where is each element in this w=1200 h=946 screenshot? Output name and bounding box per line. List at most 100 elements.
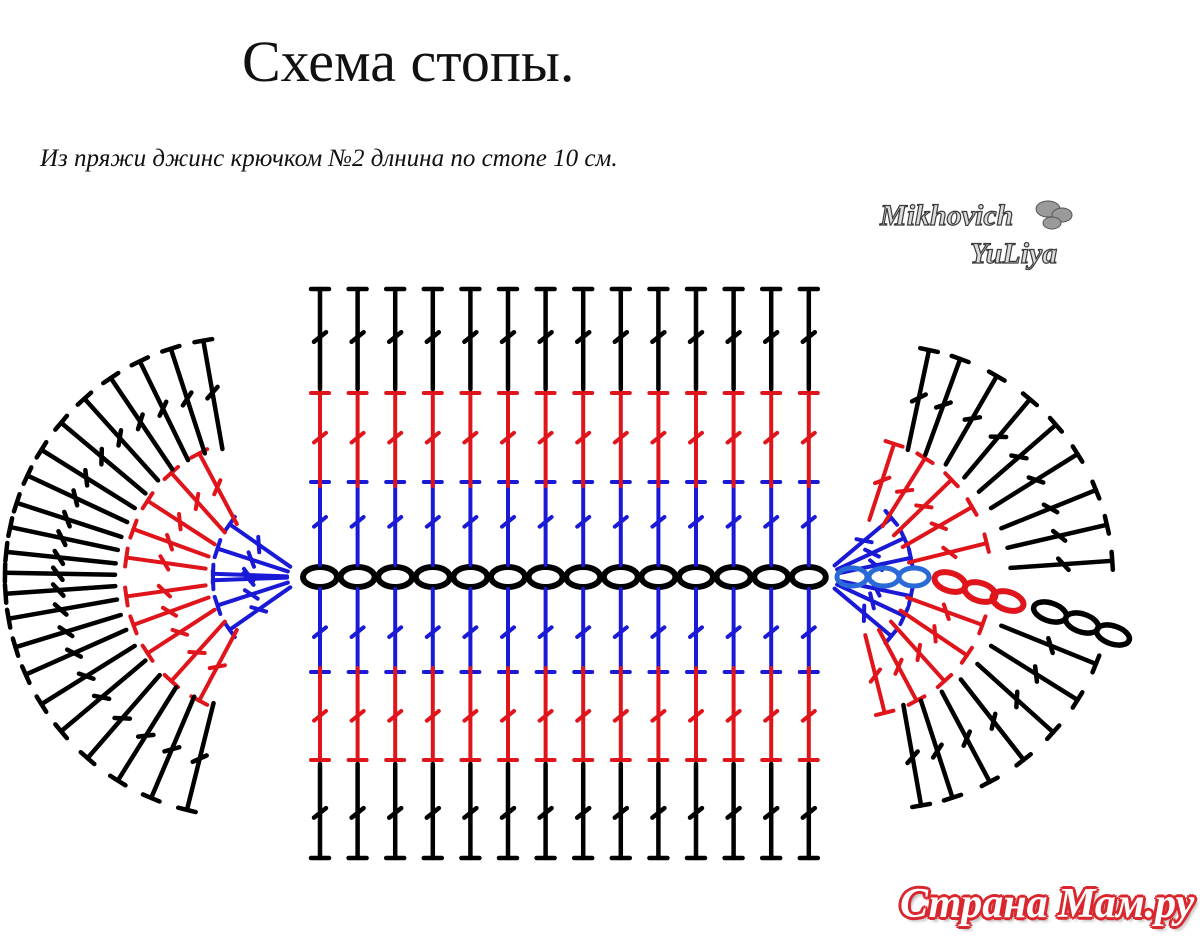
round-3-stitch: [1008, 549, 1116, 573]
round-3-stitch: [53, 413, 148, 496]
round-3-stitch: [53, 658, 148, 741]
round-2-stitch: [384, 666, 407, 762]
round-1-stitch: [212, 580, 290, 616]
round-3-stitch: [75, 390, 161, 483]
round-3-stitch: [459, 286, 482, 392]
round-2-stitch: [346, 391, 369, 488]
round-3-stitch: [3, 540, 118, 567]
round-3-stitch: [905, 345, 941, 453]
round-2-stitch: [900, 497, 979, 549]
chain-stitch: [788, 564, 829, 590]
round-1-stitch: [722, 587, 745, 674]
chain-stitch: [676, 564, 716, 590]
diagram-title: Схема стопы.: [242, 29, 575, 94]
round-2-stitch: [685, 391, 707, 488]
round-2-stitch: [609, 666, 632, 762]
round-3-stitch: [684, 286, 708, 392]
chain-stitch: [375, 564, 416, 590]
round-3-stitch: [571, 286, 595, 392]
round-3-stitch: [19, 627, 129, 686]
round-2-stitch: [384, 391, 407, 488]
round-1-stitch: [797, 587, 820, 674]
round-3-stitch: [2, 561, 118, 585]
round-3-stitch: [939, 689, 1000, 789]
turning-chain-round-2: [931, 569, 1027, 614]
round-2-stitch: [497, 666, 519, 762]
round-1-stitch: [835, 582, 910, 627]
round-3-stitch: [988, 643, 1085, 710]
round-1-stitch: [421, 480, 444, 567]
round-2-stitch: [797, 666, 820, 762]
chain-stitch: [1093, 622, 1133, 648]
round-3-stitch: [308, 286, 332, 392]
round-1-stitch: [572, 587, 595, 674]
round-2-stitch: [722, 391, 745, 488]
round-2-stitch: [609, 391, 632, 488]
round-2-stitch: [421, 666, 444, 762]
round-3: [2, 286, 1116, 861]
chain-stitch: [600, 564, 641, 590]
round-2-stitch: [647, 666, 670, 762]
round-3-stitch: [346, 286, 369, 392]
signature-flower-icon: [1035, 200, 1073, 230]
round-3-stitch: [797, 761, 821, 861]
signature-line-1: Mikhovich: [879, 199, 1013, 232]
round-2-stitch: [128, 595, 211, 636]
round-3-stitch: [101, 370, 175, 472]
chain-stitch: [563, 564, 604, 590]
round-2-stitch: [534, 391, 557, 488]
round-3-stitch: [797, 286, 821, 392]
round-1-stitch: [346, 480, 369, 567]
round-1-stitch: [210, 569, 290, 592]
round-1-stitch: [309, 480, 331, 567]
turning-chain-round-1: [834, 565, 932, 589]
round-2-stitch: [898, 608, 974, 665]
round-2-stitch: [189, 447, 239, 527]
round-2-stitch: [140, 607, 217, 663]
round-3-stitch: [192, 336, 225, 452]
chain-stitch: [337, 564, 378, 590]
round-3-stitch: [918, 698, 964, 803]
round-1-stitch: [421, 587, 444, 674]
round-1-stitch: [647, 480, 670, 567]
author-signature: Mikhovich YuLiya: [878, 198, 1073, 271]
round-1-stitch: [309, 587, 331, 674]
round-2-stitch: [891, 471, 960, 538]
round-3-stitch: [383, 761, 407, 861]
round-3-stitch: [496, 761, 520, 861]
round-3-stitch: [988, 444, 1085, 511]
diagram-subtitle: Из пряжи джинс крючком №2 длнина по стоп…: [40, 145, 618, 172]
round-3-stitch: [140, 694, 197, 804]
round-2-stitch: [459, 391, 482, 488]
round-2-stitch: [572, 666, 595, 762]
round-3-stitch: [759, 286, 783, 392]
round-3-stitch: [308, 761, 332, 861]
round-3-stitch: [175, 700, 216, 815]
round-1-stitch: [384, 480, 407, 567]
round-3-stitch: [496, 286, 520, 392]
round-1-stitch: [797, 480, 820, 567]
round-2-stitch: [797, 391, 820, 488]
round-3-stitch: [534, 286, 557, 392]
round-2: [123, 391, 991, 762]
round-3-stitch: [21, 465, 130, 525]
chain-stitch: [866, 565, 902, 589]
round-3-stitch: [2, 582, 118, 605]
round-2-stitch: [760, 391, 783, 488]
round-1-stitch: [609, 480, 632, 567]
round-3-stitch: [999, 623, 1102, 675]
round-1-stitch: [222, 585, 293, 640]
round-2-stitch: [421, 391, 444, 488]
round-3-stitch: [107, 684, 179, 788]
site-watermark: Страна Мам.ру: [900, 881, 1195, 927]
round-1-stitch: [685, 480, 707, 567]
round-2-stitch: [128, 518, 211, 559]
round-3-stitch: [958, 677, 1033, 768]
round-1-stitch: [459, 587, 482, 674]
chain-stitch: [751, 564, 792, 590]
round-3-stitch: [534, 761, 557, 861]
round-1-stitch: [459, 480, 482, 567]
round-1-stitch: [222, 514, 293, 569]
round-3-stitch: [421, 761, 445, 861]
